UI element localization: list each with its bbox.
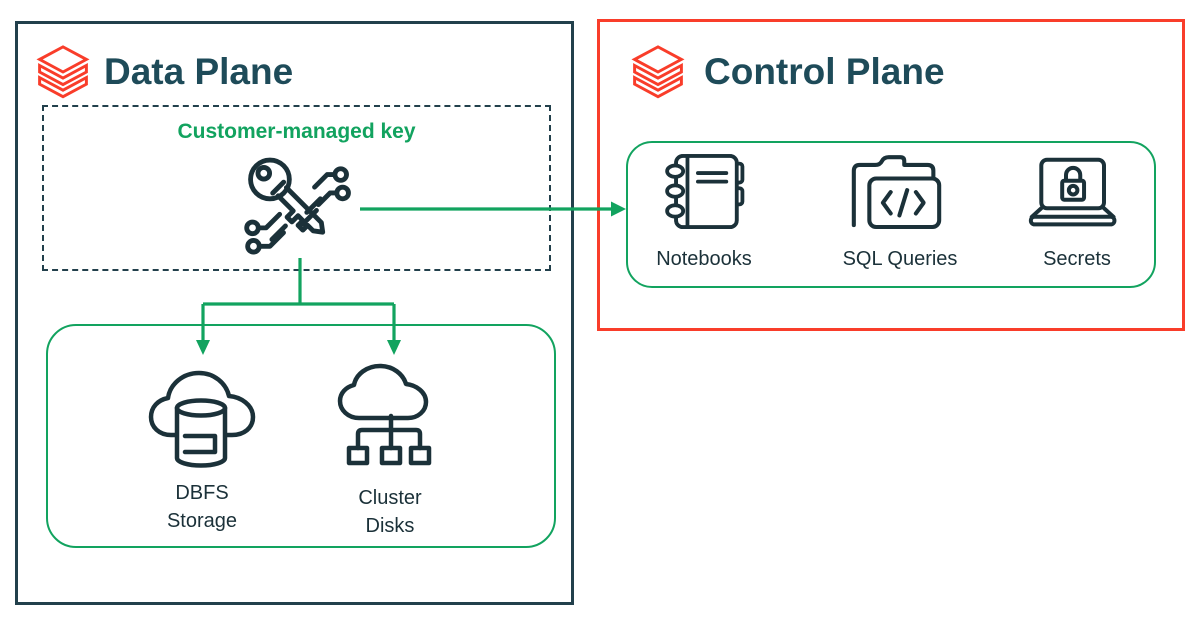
control-services-box — [626, 141, 1156, 288]
storage-group-box — [46, 324, 556, 548]
dbfs-storage-label: DBFS Storage — [132, 479, 272, 535]
folder-code-icon — [851, 155, 942, 230]
cluster-disks-label-line1: Cluster — [358, 487, 422, 509]
databricks-logo-icon — [36, 45, 90, 99]
cloud-database-icon — [148, 370, 256, 468]
databricks-logo-icon — [631, 45, 685, 99]
customer-managed-key-label: Customer-managed key — [177, 120, 416, 143]
laptop-lock-icon — [1028, 157, 1117, 227]
data-plane-title: Data Plane — [104, 51, 294, 92]
cloud-cluster-icon — [337, 363, 432, 466]
notebooks-label: Notebooks — [656, 248, 752, 270]
dbfs-storage-label-line1: DBFS — [175, 482, 229, 504]
control-plane-title: Control Plane — [704, 51, 945, 92]
sql-queries-label: SQL Queries — [842, 248, 958, 270]
cluster-disks-label-line2: Disks — [365, 515, 415, 537]
dbfs-storage-label-line2: Storage — [166, 510, 238, 532]
key-circuit-icon — [244, 157, 351, 255]
secrets-label: Secrets — [1043, 248, 1111, 270]
cluster-disks-label: Cluster Disks — [320, 484, 460, 540]
notebook-icon — [665, 154, 745, 229]
